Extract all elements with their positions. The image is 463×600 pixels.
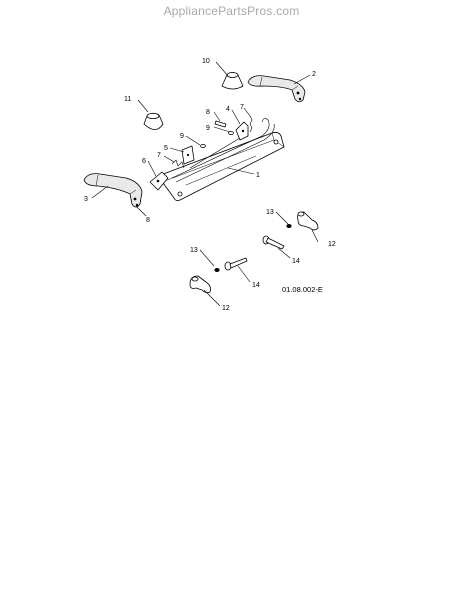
bracket-1[interactable] [157, 132, 285, 202]
spring-7-upper[interactable] [249, 115, 253, 133]
callout-1: 1 [256, 172, 260, 179]
callout-8-lower: 8 [146, 217, 150, 224]
bolt-14-right[interactable] [262, 235, 285, 250]
callout-2: 2 [312, 71, 316, 78]
callout-13-right: 13 [266, 209, 274, 216]
callout-12-left: 12 [222, 305, 230, 312]
callout-14-right: 14 [292, 258, 300, 265]
knob-11[interactable] [143, 112, 164, 130]
callout-8-upper: 8 [206, 109, 210, 116]
nut-13-right[interactable] [286, 224, 292, 228]
pin-8-upper[interactable] [214, 120, 227, 128]
callout-13-left: 13 [190, 247, 198, 254]
callout-9-left: 9 [180, 133, 184, 140]
callout-4: 4 [226, 106, 230, 113]
callout-12-right: 12 [328, 241, 336, 248]
watermark: AppliancePartsPros.com [163, 4, 300, 18]
callout-11: 11 [124, 96, 131, 103]
bolt-14-left[interactable] [224, 257, 248, 271]
knob-12-left[interactable] [189, 275, 211, 294]
callout-3: 3 [84, 196, 88, 203]
callout-6: 6 [142, 158, 146, 165]
callout-9-upper: 9 [206, 125, 210, 132]
leader-lines [91, 61, 319, 307]
nut-13-left[interactable] [214, 268, 220, 272]
pivot-bracket-4[interactable] [235, 121, 249, 141]
diagram-code: 01.08.002-E [282, 285, 323, 294]
callout-5: 5 [164, 145, 168, 152]
callout-14-left: 14 [252, 282, 260, 289]
bracket-5[interactable] [181, 145, 195, 165]
handle-2[interactable] [247, 75, 306, 103]
linkage-rods [171, 118, 275, 183]
pivot-6[interactable] [149, 171, 169, 191]
washer-9-left[interactable] [200, 143, 206, 148]
handle-3[interactable] [83, 173, 143, 208]
callout-7-lower: 7 [157, 152, 161, 159]
callout-10: 10 [202, 58, 210, 65]
knob-10[interactable] [221, 72, 244, 90]
spring-7-lower[interactable] [171, 159, 185, 169]
knob-12-right[interactable] [297, 211, 319, 231]
callout-7-upper: 7 [240, 104, 244, 111]
